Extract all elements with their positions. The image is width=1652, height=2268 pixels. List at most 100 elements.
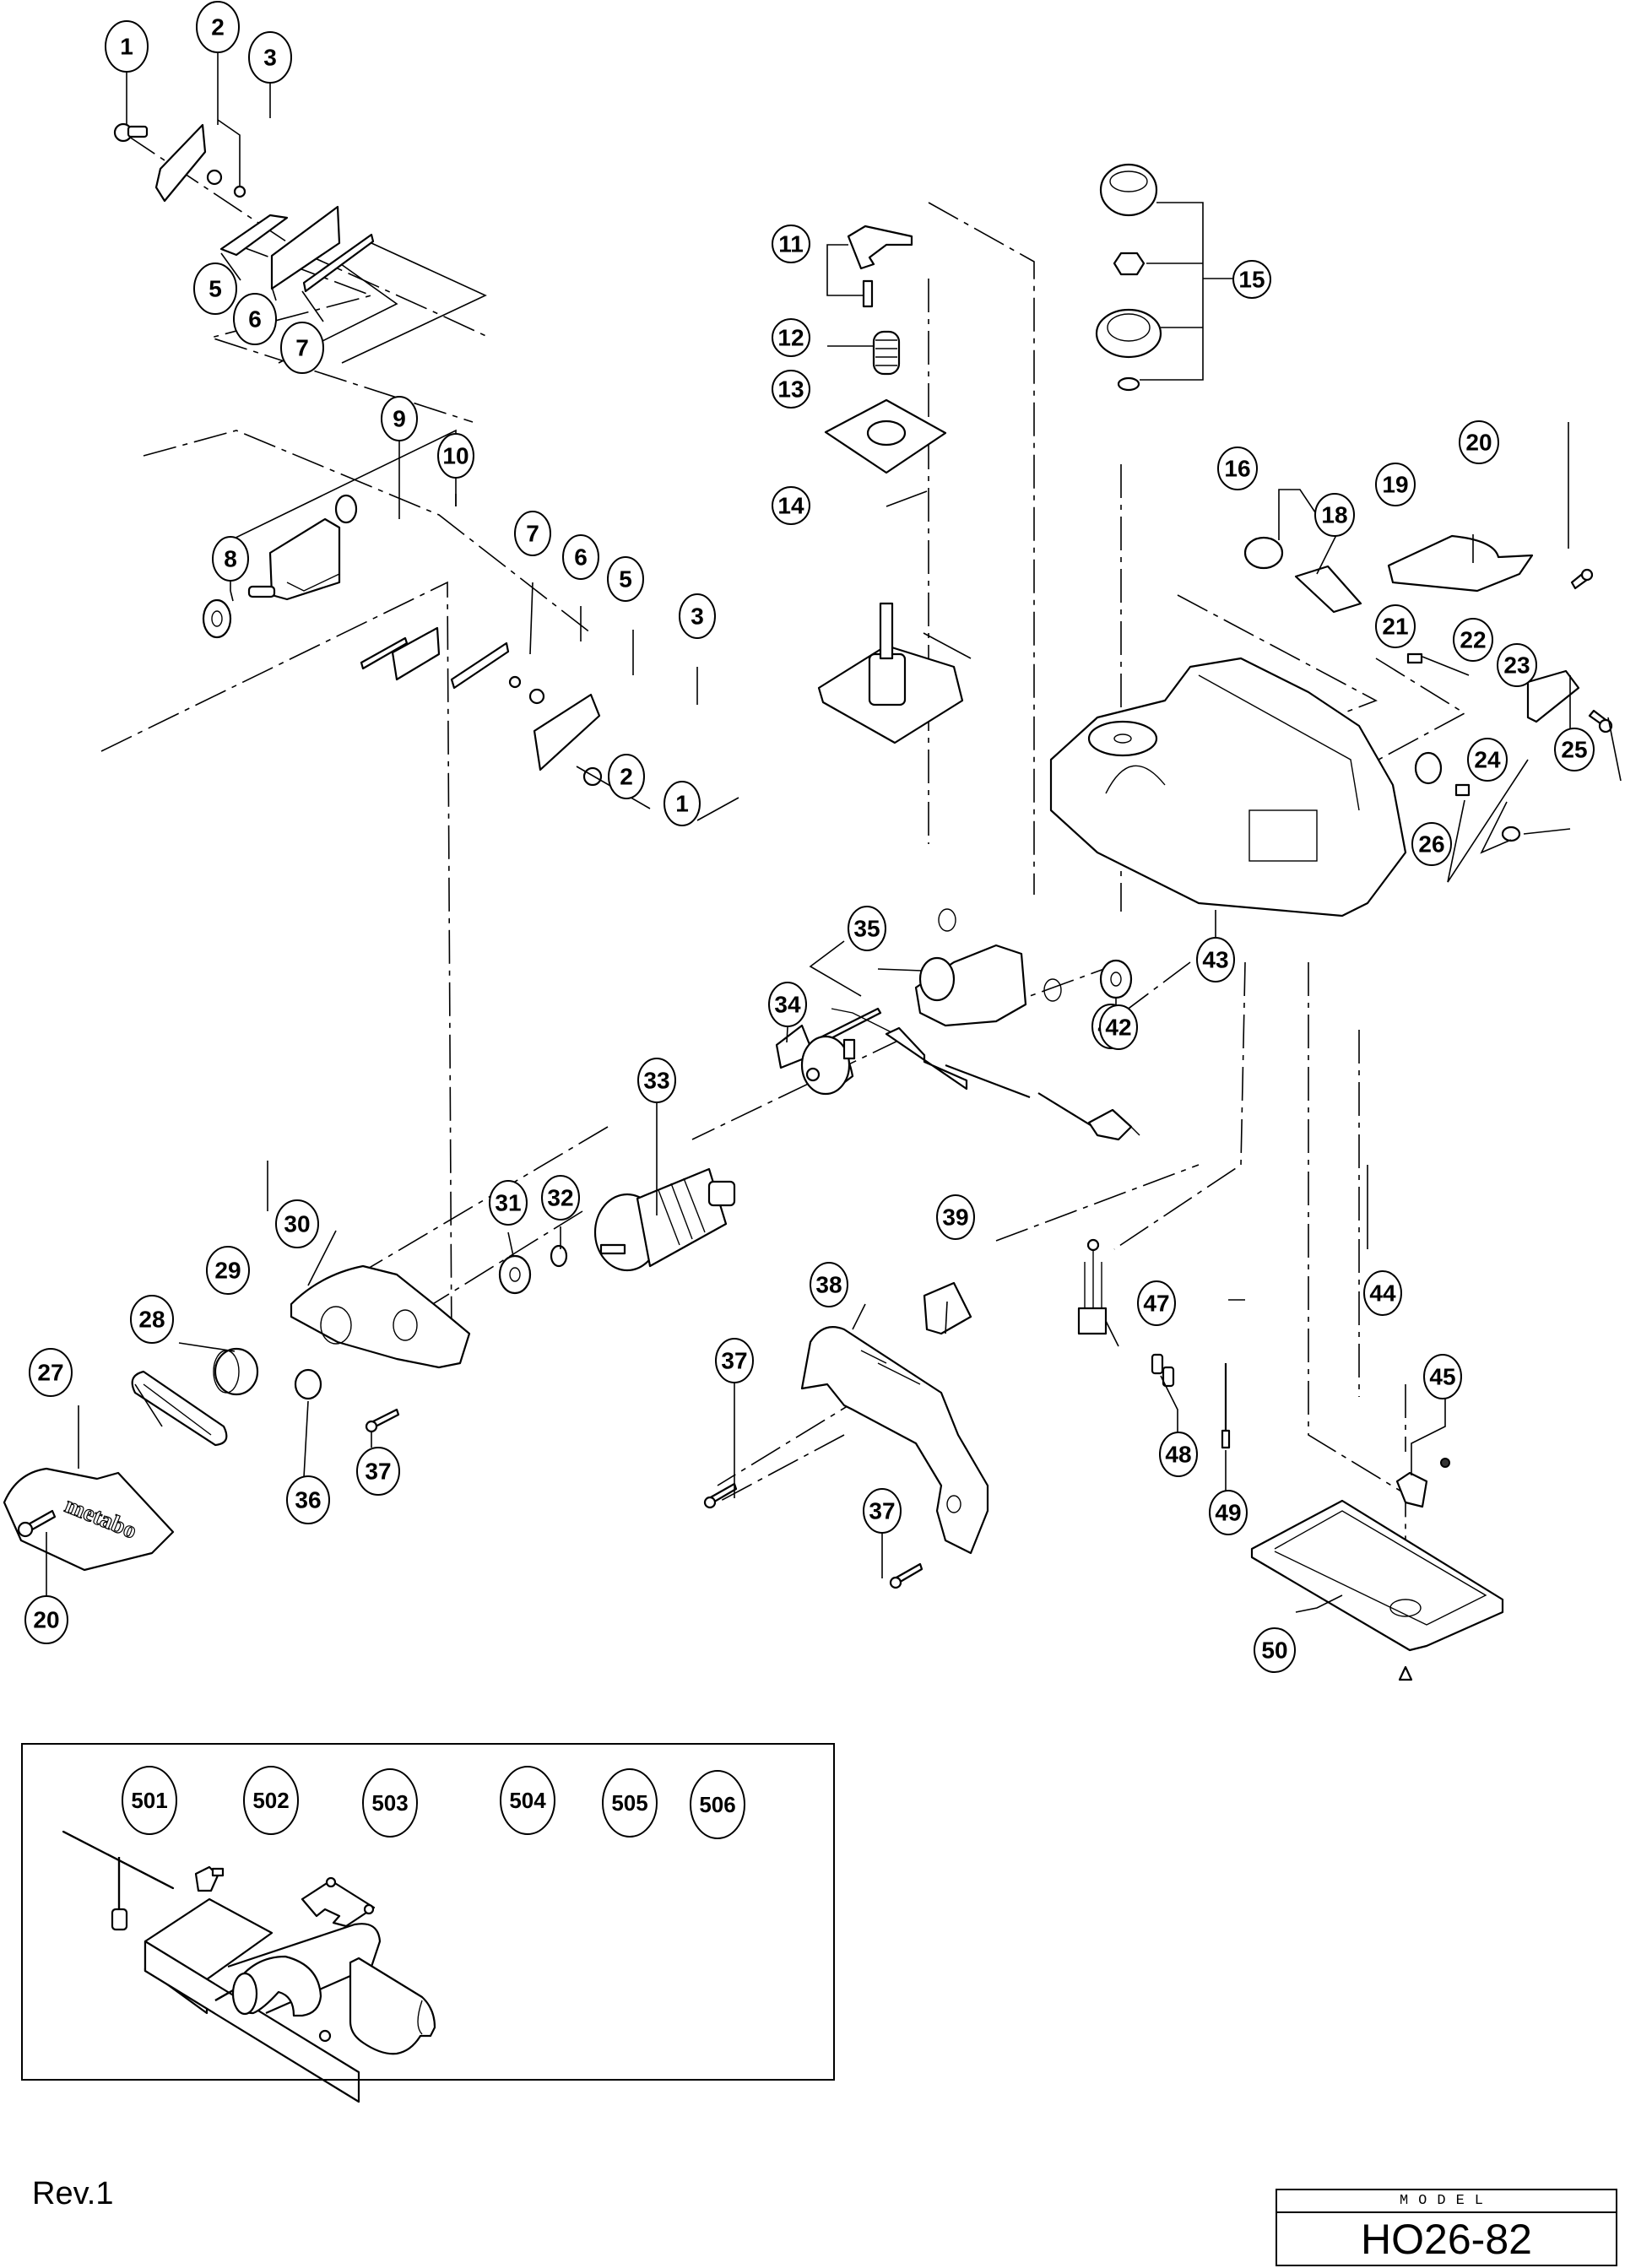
svg-text:502: 502 [252, 1788, 289, 1813]
callout-13[interactable]: 13 [772, 370, 810, 409]
right-side-parts [1406, 422, 1622, 883]
callout-32[interactable]: 32 [541, 1175, 580, 1221]
callout-34[interactable]: 34 [768, 982, 807, 1027]
callout-25-real[interactable]: 25 [1554, 728, 1595, 771]
svg-text:21: 21 [1382, 614, 1408, 640]
callout-21[interactable]: 21 [1375, 604, 1416, 648]
callout-9[interactable]: 9 [381, 396, 418, 441]
callout-27[interactable]: 27 [29, 1348, 73, 1397]
screw-washer-part-3 [206, 169, 246, 198]
callout-502[interactable]: 502 [243, 1766, 299, 1835]
wire-part-49 [1221, 1363, 1231, 1449]
callout-24[interactable]: 24 [1467, 738, 1508, 782]
blade-assembly-lower [360, 626, 603, 787]
callout-3[interactable]: 3 [248, 31, 292, 84]
callout-3b[interactable]: 3 [679, 593, 716, 639]
callout-10[interactable]: 10 [437, 433, 474, 479]
svg-text:501: 501 [131, 1788, 167, 1813]
callout-44[interactable]: 44 [1363, 1270, 1402, 1316]
callout-38[interactable]: 38 [810, 1262, 848, 1307]
cover-plate-part-16 [1243, 536, 1284, 570]
spring-plate-part-5 [219, 214, 289, 257]
callout-19[interactable]: 19 [1375, 463, 1416, 506]
drum-assembly [202, 429, 457, 639]
pulley-part-36 [294, 1368, 322, 1400]
svg-text:18: 18 [1321, 502, 1347, 528]
callout-37[interactable]: 37 [356, 1447, 400, 1496]
callout-506[interactable]: 506 [690, 1770, 745, 1839]
callout-26[interactable]: 26 [1411, 822, 1452, 866]
bolt-part-1 [113, 122, 149, 143]
knob-assembly [1095, 163, 1232, 392]
callout-49[interactable]: 49 [1209, 1490, 1248, 1535]
bearing-part-42 [1099, 959, 1133, 999]
blade-holder-part-2b [533, 693, 601, 771]
svg-text:15: 15 [1238, 267, 1265, 293]
svg-text:503: 503 [371, 1790, 408, 1816]
callout-14[interactable]: 14 [772, 486, 810, 525]
callout-7b[interactable]: 7 [514, 511, 551, 556]
housing-part-43 [1049, 657, 1407, 917]
callout-12[interactable]: 12 [772, 318, 810, 357]
callout-501[interactable]: 501 [122, 1766, 177, 1835]
label-part-18 [1294, 565, 1362, 614]
callout-48[interactable]: 48 [1159, 1432, 1198, 1477]
callout-37c[interactable]: 37 [863, 1488, 902, 1534]
callout-503[interactable]: 503 [362, 1768, 418, 1838]
callout-1b[interactable]: 1 [664, 781, 701, 826]
brush-holder-part-24 [1414, 751, 1443, 785]
callout-2b[interactable]: 2 [608, 754, 645, 799]
callout-18[interactable]: 18 [1314, 493, 1355, 537]
callout-1[interactable]: 1 [105, 20, 149, 73]
callout-6[interactable]: 6 [233, 293, 277, 345]
callout-45[interactable]: 45 [1423, 1354, 1462, 1399]
callout-42-main[interactable]: 42 [1099, 1004, 1138, 1050]
cord-assembly [805, 1008, 1231, 1494]
callout-504[interactable]: 504 [500, 1766, 555, 1835]
svg-text:30: 30 [284, 1211, 310, 1237]
callout-505[interactable]: 505 [602, 1768, 658, 1838]
callout-31[interactable]: 31 [489, 1180, 528, 1226]
callout-8[interactable]: 8 [212, 536, 249, 582]
callout-16[interactable]: 16 [1217, 447, 1258, 490]
callout-35[interactable]: 35 [848, 906, 886, 951]
svg-text:22: 22 [1460, 627, 1486, 653]
callout-20[interactable]: 20 [1459, 420, 1499, 464]
nut-part [1113, 252, 1146, 276]
callout-22[interactable]: 22 [1453, 618, 1493, 662]
callout-5b[interactable]: 5 [607, 556, 644, 602]
callout-7[interactable]: 7 [280, 322, 324, 374]
svg-text:3: 3 [263, 45, 277, 71]
callout-23[interactable]: 23 [1497, 643, 1537, 687]
callout-39[interactable]: 39 [936, 1194, 975, 1240]
callout-37b[interactable]: 37 [715, 1338, 754, 1383]
connector-part-48 [1151, 1353, 1175, 1388]
svg-text:37: 37 [365, 1459, 391, 1485]
svg-text:25: 25 [1561, 737, 1587, 763]
callout-6b[interactable]: 6 [562, 534, 599, 580]
callout-29[interactable]: 29 [206, 1246, 250, 1295]
callout-2[interactable]: 2 [196, 1, 240, 53]
motor-assembly [498, 908, 1133, 1295]
svg-text:5: 5 [619, 566, 632, 593]
callout-43[interactable]: 43 [1196, 937, 1235, 982]
callout-28[interactable]: 28 [130, 1295, 174, 1344]
callouts: 1 2 3 5 6 7 8 9 10 7 6 5 3 2 1 11 12 13 … [24, 1, 1595, 1673]
gauge-plate-part-505 [301, 1876, 376, 1928]
handle-part-38 [800, 1326, 989, 1555]
clamp-part-45 [1395, 1471, 1428, 1508]
callout-50[interactable]: 50 [1254, 1627, 1296, 1673]
callout-5[interactable]: 5 [193, 263, 237, 315]
gear-housing-part-30 [290, 1264, 471, 1369]
callout-47[interactable]: 47 [1137, 1280, 1176, 1326]
callout-15[interactable]: 15 [1232, 260, 1271, 299]
model-name: HO26-82 [1361, 2216, 1532, 2263]
callout-20b[interactable]: 20 [24, 1595, 68, 1644]
callout-30[interactable]: 30 [275, 1199, 319, 1248]
main-housing-assembly [1049, 489, 1534, 917]
svg-text:5: 5 [209, 276, 222, 302]
callout-11[interactable]: 11 [772, 225, 810, 263]
cutter-block-part-9 [268, 517, 341, 601]
callout-36[interactable]: 36 [286, 1475, 330, 1524]
callout-33[interactable]: 33 [637, 1058, 676, 1103]
